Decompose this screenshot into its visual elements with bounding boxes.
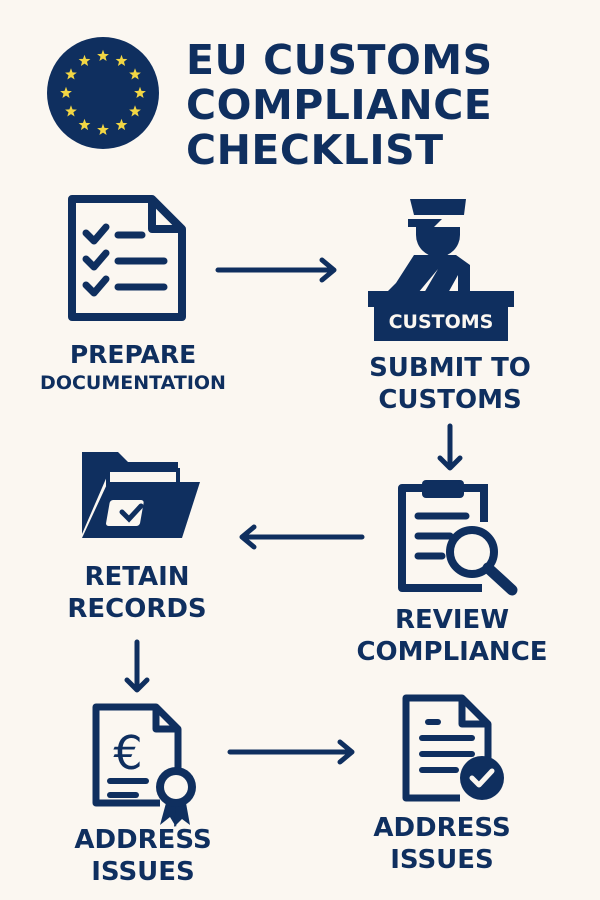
step-label-line: RECORDS [67, 594, 207, 624]
star-icon [78, 54, 91, 66]
eu-flag-logo [47, 37, 159, 149]
step-label-line: CUSTOMS [378, 385, 522, 415]
star-icon [129, 68, 141, 80]
clipboard-magnifier-icon [398, 480, 518, 596]
star-icon [115, 54, 128, 66]
star-icon [97, 123, 109, 135]
star-icon [65, 105, 77, 117]
checklist-document-icon [68, 195, 186, 321]
customs-officer-icon: CUSTOMS [368, 199, 514, 341]
star-icon [134, 86, 146, 98]
svg-text:€: € [113, 726, 142, 780]
arrow-down-icon [437, 423, 463, 471]
step-label-line: DOCUMENTATION [40, 372, 226, 394]
title-line: COMPLIANCE [186, 81, 493, 129]
step-label-line: RETAIN [84, 562, 190, 592]
star-icon [60, 86, 72, 98]
step-label-line: ADDRESS [373, 813, 511, 843]
star-icon [115, 118, 128, 131]
step-label-line: REVIEW [394, 605, 510, 635]
document-check-icon [402, 694, 504, 802]
step-label-retain: RETAIN RECORDS [67, 561, 206, 625]
title-line: CHECKLIST [186, 126, 444, 174]
step-label-line: ADDRESS [74, 825, 212, 855]
page-title: EU CUSTOMS COMPLIANCE CHECKLIST [186, 38, 493, 173]
desk-label: CUSTOMS [389, 311, 494, 333]
arrow-down-icon [124, 639, 150, 693]
euro-certificate-icon: € [92, 703, 196, 827]
step-label-line: ISSUES [390, 845, 494, 875]
step-label-line: SUBMIT TO [369, 353, 531, 383]
arrow-right-icon [215, 257, 337, 283]
star-icon [129, 105, 141, 117]
star-icon [65, 68, 77, 80]
folder-check-icon [82, 452, 200, 538]
title-line: EU CUSTOMS [186, 36, 493, 84]
step-label-address-issues-2: ADDRESS ISSUES [373, 812, 510, 876]
step-label-review: REVIEW COMPLIANCE [356, 604, 547, 668]
arrow-left-icon [239, 524, 365, 550]
step-label-line: COMPLIANCE [356, 637, 548, 667]
star-icon [78, 118, 91, 131]
arrow-right-icon [227, 739, 355, 765]
step-label-prepare: PREPARE DOCUMENTATION [40, 340, 226, 396]
step-label-line: ISSUES [91, 857, 195, 887]
star-icon [97, 49, 109, 61]
step-label-submit: SUBMIT TO CUSTOMS [369, 352, 531, 416]
step-label-line: PREPARE [69, 340, 197, 369]
step-label-address-issues-1: ADDRESS ISSUES [74, 824, 211, 888]
